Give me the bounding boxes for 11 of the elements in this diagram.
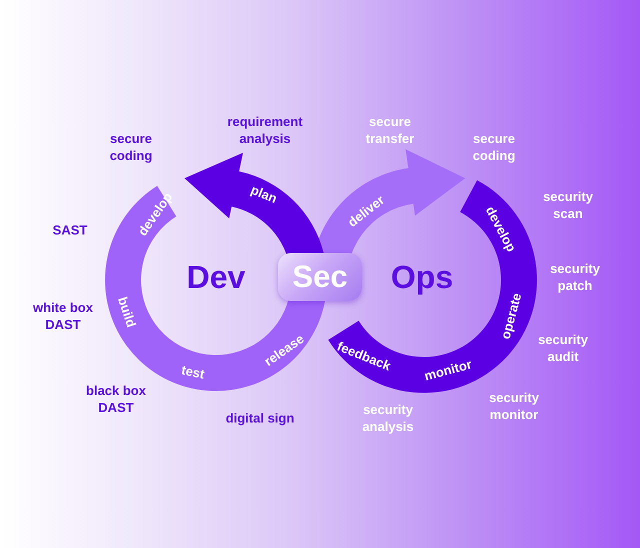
- practice-label: security scan: [542, 188, 594, 222]
- practice-label: security audit: [537, 331, 589, 365]
- practice-label: security patch: [549, 260, 601, 294]
- practice-label: security analysis: [361, 401, 415, 435]
- practice-label: SAST: [52, 222, 88, 238]
- practice-label: black box DAST: [85, 382, 147, 416]
- practice-label: digital sign: [226, 410, 294, 426]
- practice-label: security monitor: [488, 389, 540, 423]
- practice-label: secure transfer: [364, 113, 416, 147]
- practice-label: white box DAST: [32, 299, 94, 333]
- practice-label: requirement analysis: [226, 113, 304, 147]
